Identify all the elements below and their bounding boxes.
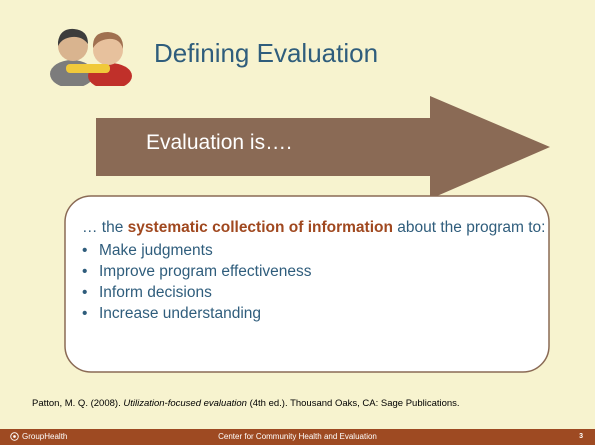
bullet-item: • Make judgments — [82, 240, 548, 261]
bullet-text: Make judgments — [99, 242, 213, 259]
citation: Patton, M. Q. (2008). Utilization-focuse… — [32, 398, 582, 409]
citation-prefix: Patton, M. Q. (2008). — [32, 398, 124, 409]
grouphealth-logo-icon — [10, 432, 19, 441]
citation-title: Utilization-focused evaluation — [123, 398, 247, 409]
callout-content: … the systematic collection of informati… — [82, 218, 548, 324]
bullet-text: Improve program effectiveness — [99, 263, 312, 280]
intro-prefix: … the — [82, 219, 128, 236]
intro-highlight: systematic collection of information — [127, 219, 393, 236]
arrow-shape — [96, 96, 550, 199]
intro-suffix: about the program to: — [392, 219, 546, 236]
callout-intro: … the systematic collection of informati… — [82, 218, 548, 238]
arrow-label: Evaluation is…. — [146, 131, 292, 154]
page-number: 3 — [579, 433, 583, 440]
bullet-text: Increase understanding — [99, 305, 262, 322]
bullet-list: • Make judgments • Improve program effecti… — [82, 240, 548, 324]
bullet-item: • Inform decisions — [82, 282, 548, 303]
bullet-dot: • — [82, 305, 88, 322]
citation-suffix: (4th ed.). Thousand Oaks, CA: Sage Publi… — [246, 398, 460, 409]
bullet-text: Inform decisions — [99, 284, 212, 301]
bullet-item: • Increase understanding — [82, 303, 548, 324]
footer-bar: GroupHealth Center for Community Health … — [0, 429, 595, 445]
footer-logo-text: GroupHealth — [22, 432, 68, 441]
footer-center-text: Center for Community Health and Evaluati… — [218, 432, 377, 441]
two-people-icon — [50, 28, 132, 86]
bullet-dot: • — [82, 263, 88, 280]
slide-title: Defining Evaluation — [154, 38, 379, 68]
bullet-dot: • — [82, 284, 88, 301]
bullet-item: • Improve program effectiveness — [82, 261, 548, 282]
grouphealth-logo: GroupHealth — [10, 432, 67, 441]
callout-box — [64, 195, 550, 373]
bullet-dot: • — [82, 242, 88, 259]
